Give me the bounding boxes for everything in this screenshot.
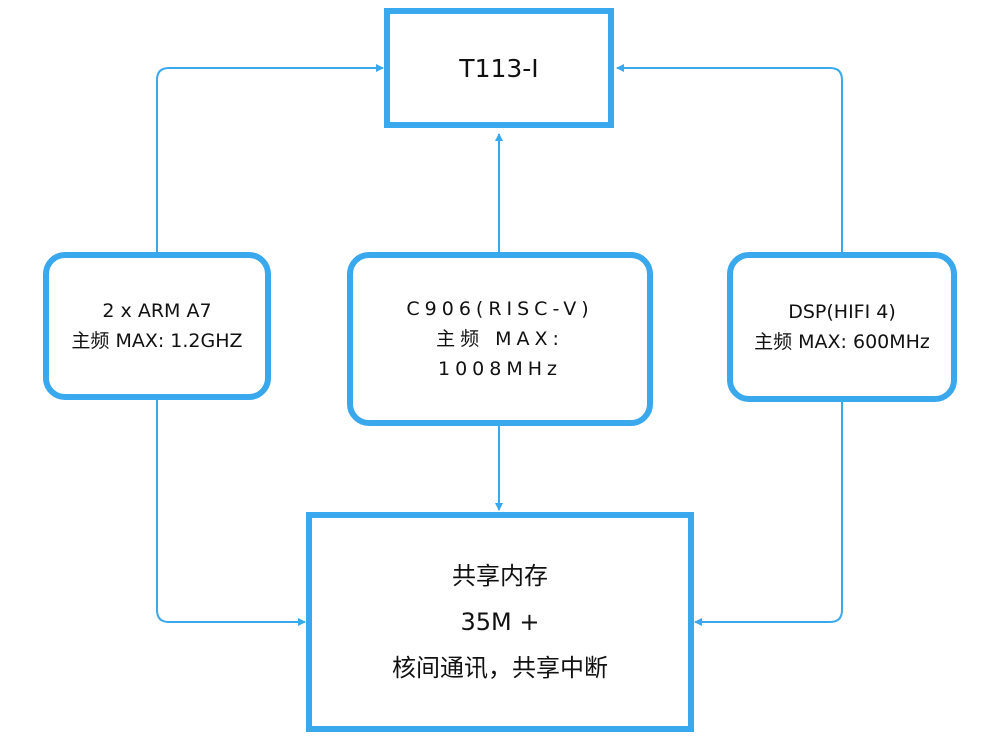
- right-box-line1: DSP(HIFI 4): [788, 301, 896, 323]
- right-box: DSP(HIFI 4) 主频 MAX: 600MHz: [727, 252, 957, 402]
- center-box-line3: 1008MHz: [437, 358, 562, 380]
- bottom-box-line3: 核间通讯，共享中断: [392, 654, 608, 682]
- left-box-line2: 主频 MAX: 1.2GHZ: [71, 330, 243, 352]
- center-box-line2: 主频 MAX:: [436, 328, 564, 350]
- top-box-label: T113-I: [459, 53, 539, 83]
- top-box: T113-I: [384, 8, 614, 128]
- left-box-line1: 2 x ARM A7: [102, 300, 212, 322]
- left-box: 2 x ARM A7 主频 MAX: 1.2GHZ: [43, 252, 271, 400]
- center-box: C906(RISC-V) 主频 MAX: 1008MHz: [347, 252, 653, 426]
- arrow-left-to-bottom: [156, 400, 306, 626]
- center-box-line1: C906(RISC-V): [406, 298, 594, 320]
- arrow-right-to-bottom: [694, 402, 843, 626]
- bottom-box: 共享内存 35M + 核间通讯，共享中断: [306, 512, 694, 732]
- bottom-box-line1: 共享内存: [452, 562, 548, 590]
- arrow-left-to-top: [156, 64, 384, 252]
- bottom-box-line2: 35M +: [460, 608, 540, 636]
- arrow-right-to-top: [616, 64, 843, 252]
- right-box-line2: 主频 MAX: 600MHz: [754, 331, 930, 353]
